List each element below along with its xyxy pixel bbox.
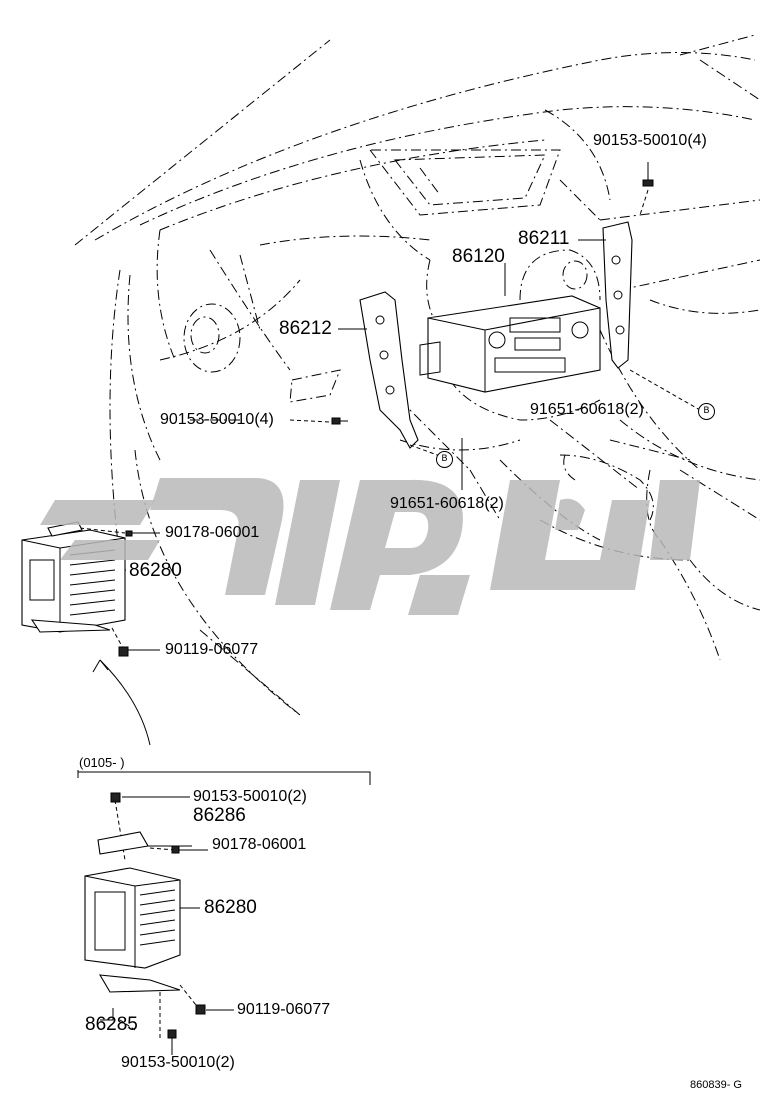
watermark-logo: [40, 478, 700, 615]
label-bolt-90119-upper: 90119-06077: [165, 641, 259, 658]
bracket-86211: [602, 221, 633, 369]
amplifier-86280-upper: [21, 521, 126, 633]
ref-marker-b-center: B: [436, 451, 453, 468]
label-amp-86280-upper: 86280: [129, 560, 182, 581]
label-nut-90178-upper: 90178-06001: [165, 524, 260, 541]
inset-header: (0105- ): [79, 755, 125, 770]
diagram-code: 860839- G: [690, 1079, 742, 1091]
radio-86120: [419, 295, 601, 393]
label-nut-91651-right: 91651-60618(2): [530, 401, 644, 418]
label-amp-86280-inset: 86280: [204, 897, 257, 918]
label-bolt-90153-inset-bottom: 90153-50010(2): [121, 1054, 235, 1071]
bracket-86212: [359, 291, 419, 449]
amplifier-86280-inset: [84, 867, 200, 993]
label-bracket-86286: 86286: [193, 805, 246, 826]
label-nut-91651-center: 91651-60618(2): [390, 495, 504, 512]
label-bolt-90153-inset-top: 90153-50010(2): [193, 788, 307, 805]
label-bolt-90153-left: 90153-50010(4): [160, 411, 274, 428]
label-bolt-90119-inset: 90119-06077: [237, 1001, 331, 1018]
label-bracket-86211: 86211: [518, 228, 570, 249]
fasteners-upper: [118, 179, 654, 657]
label-bracket-86285: 86285: [85, 1014, 138, 1035]
label-bracket-86212: 86212: [279, 318, 332, 339]
fasteners-inset: [97, 792, 234, 1055]
label-bolt-90153-top-right: 90153-50010(4): [593, 132, 707, 149]
ref-marker-b-right: B: [698, 403, 715, 420]
label-nut-90178-inset: 90178-06001: [212, 836, 307, 853]
label-radio-86120: 86120: [452, 246, 505, 267]
